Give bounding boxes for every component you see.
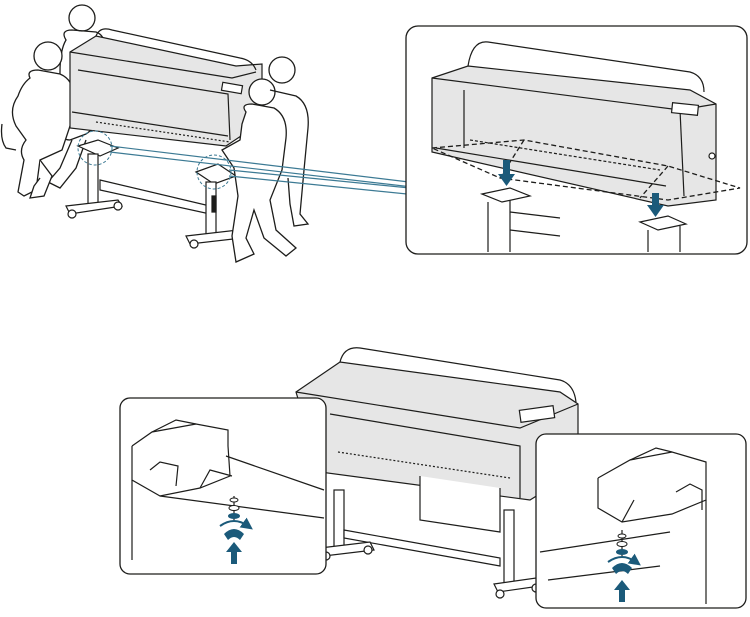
step-2-secure-printer <box>120 348 746 608</box>
mounting-holes-callout <box>406 26 747 254</box>
left-wing-screw-callout <box>120 398 326 574</box>
printer-step1 <box>70 29 262 146</box>
stand-step1 <box>66 140 244 248</box>
step-1-lift-printer <box>2 5 748 262</box>
right-wing-screw-callout <box>536 434 746 608</box>
